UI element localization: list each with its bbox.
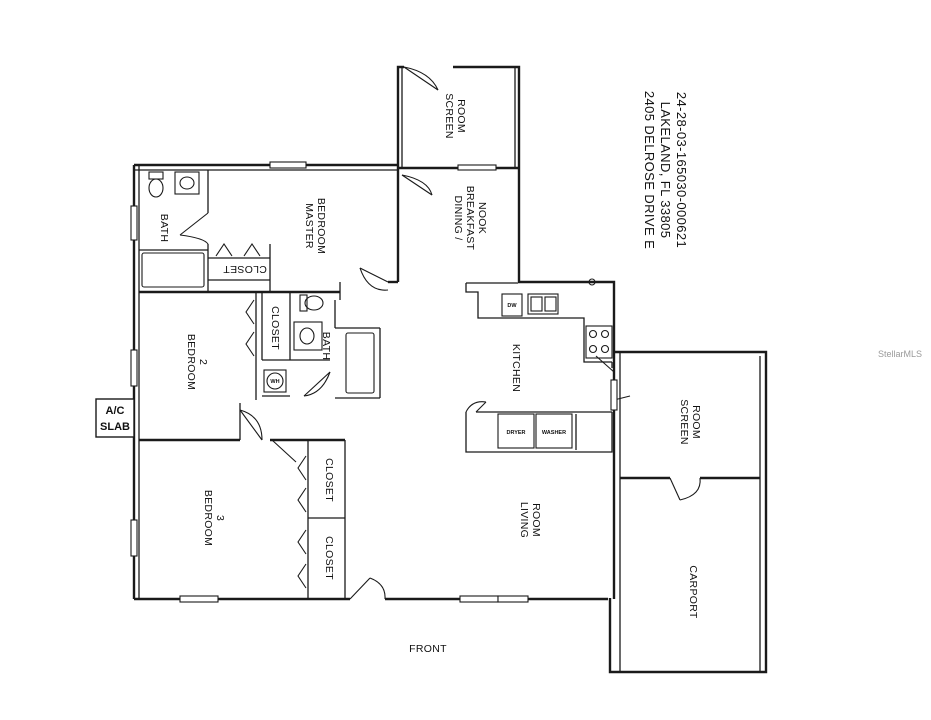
right-annex <box>608 350 768 674</box>
address-parcel: 24-28-03-165030-000621 <box>674 92 689 248</box>
dishwasher-label: DW <box>507 303 517 309</box>
watermark: StellarMLS <box>878 349 922 359</box>
living-room-label-1: LIVING <box>518 502 530 538</box>
dining-label-3: NOOK <box>476 202 488 234</box>
dining-label-1: DINING / <box>452 196 464 241</box>
kitchen-label: KITCHEN <box>510 344 522 392</box>
screen-room-top-label-1: SCREEN <box>443 93 455 139</box>
dryer-label: DRYER <box>506 430 525 436</box>
interior-walls <box>139 170 386 600</box>
bedroom-3-closet-label-2: CLOSET <box>323 536 335 580</box>
dining-nook <box>359 168 433 291</box>
address-line-1: 2405 DELROSE DRIVE E <box>642 91 657 249</box>
carport-label: CARPORT <box>687 565 699 619</box>
master-closet-label: CLOSET <box>223 263 267 275</box>
bedroom-3-label-2: 3 <box>214 515 226 521</box>
bedroom-2-label-2: 2 <box>197 359 209 365</box>
bedroom-2-closet-label: CLOSET <box>269 306 281 350</box>
bedroom-2-label-1: BEDROOM <box>185 334 197 390</box>
master-bath-fixtures <box>141 171 209 288</box>
water-heater-label: WH <box>270 379 279 385</box>
address-line-2: LAKELAND, FL 33805 <box>658 102 673 239</box>
kitchen <box>465 278 615 453</box>
hall-bath-fixtures <box>263 294 324 393</box>
dining-label-2: BREAKFAST <box>464 186 476 251</box>
windows <box>130 161 618 603</box>
ac-slab: A/C SLAB <box>95 398 135 438</box>
screen-room-top-label-2: ROOM <box>455 99 467 133</box>
screen-room-right-label-1: SCREEN <box>678 399 690 445</box>
master-bedroom-label-1: MASTER <box>303 203 315 249</box>
ac-slab-line1: A/C <box>106 405 125 417</box>
master-bath-label: BATH <box>158 214 170 242</box>
washer-label: WASHER <box>542 430 566 436</box>
master-bedroom-label-2: BEDROOM <box>315 198 327 254</box>
hall-bath-label: BATH <box>320 332 332 360</box>
front-label: FRONT <box>409 643 447 655</box>
screen-room-right-label-2: ROOM <box>690 405 702 439</box>
ac-slab-line2: SLAB <box>100 421 130 433</box>
living-room-label-2: ROOM <box>530 503 542 537</box>
bedroom-3-label-1: BEDROOM <box>202 490 214 546</box>
bedroom-3-closet-label-1: CLOSET <box>323 458 335 502</box>
screen-room-top <box>396 65 521 282</box>
